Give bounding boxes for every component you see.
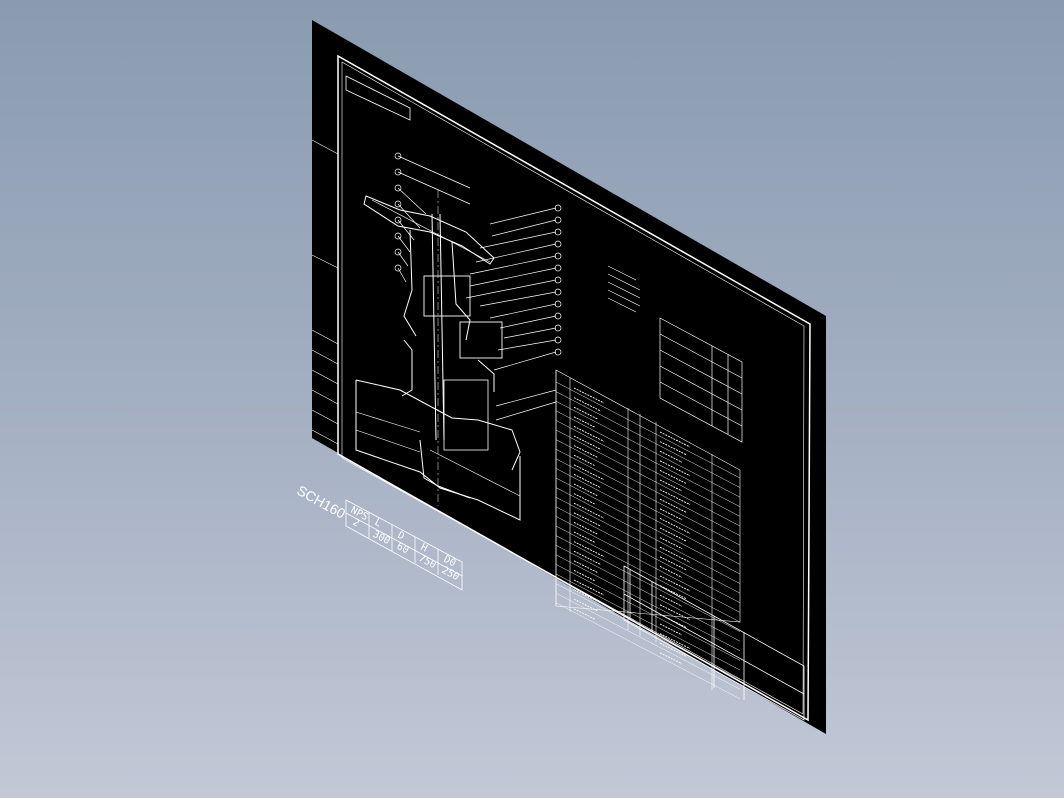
parts-list-name-mark	[573, 406, 599, 420]
parts-list-name-mark	[573, 541, 605, 558]
parts-list-material-mark	[659, 633, 691, 650]
dim-value-h: 750	[417, 553, 438, 571]
parts-list-name-mark	[573, 550, 602, 566]
parts-list-name-mark	[573, 579, 605, 596]
dim-value-nps: 2	[351, 517, 361, 530]
parts-list-name-mark	[573, 589, 602, 604]
dim-header-h: H	[419, 542, 429, 555]
parts-list-row-line	[555, 602, 741, 699]
parts-list-row-line	[555, 583, 741, 680]
parts-list-material-mark	[659, 489, 691, 506]
parts-list-row-line	[555, 564, 741, 661]
parts-list-name-mark	[573, 387, 605, 404]
parts-list-material-mark	[659, 537, 683, 550]
parts-list-material-mark	[659, 604, 691, 621]
parts-list-material-mark	[659, 585, 687, 600]
parts-list-text	[573, 387, 691, 665]
technical-data-table	[659, 317, 743, 443]
dim-value-d: 60	[395, 541, 411, 556]
parts-list-material-mark	[659, 441, 687, 456]
parts-list-row-line	[555, 391, 741, 488]
parts-list-material-mark	[659, 546, 691, 563]
parts-list-row-line	[555, 477, 741, 575]
parts-list-name-mark	[573, 560, 599, 574]
parts-list-row-line	[555, 401, 741, 498]
parts-list-name-mark	[573, 569, 596, 582]
parts-list-material-mark	[659, 498, 687, 513]
parts-list-name-mark	[573, 416, 596, 428]
parts-list-name-mark	[573, 397, 602, 412]
parts-list-name-mark	[573, 608, 596, 620]
dim-value-d0: 250	[440, 565, 461, 583]
parts-list-material-mark	[659, 469, 687, 484]
parts-list-row-line	[555, 573, 741, 671]
dimension-table	[345, 499, 463, 591]
parts-list-material-mark	[659, 556, 687, 571]
parts-list-row-line	[555, 506, 741, 603]
parts-list-row-line	[555, 410, 741, 507]
sheet-border	[337, 54, 811, 722]
parts-list-row-line	[555, 458, 741, 555]
parts-list-row-line	[555, 516, 741, 613]
parts-list-material-mark	[659, 517, 691, 534]
parts-list-row-line	[555, 554, 741, 651]
parts-list-material-mark	[659, 450, 683, 463]
parts-list-material-mark	[659, 623, 683, 636]
parts-list-name-mark	[573, 473, 602, 489]
parts-list-material-mark	[659, 575, 691, 592]
dim-header-d: D	[396, 530, 406, 543]
parts-list-row-line	[555, 525, 741, 623]
parts-list-row-line	[555, 535, 741, 632]
parts-list-row-line	[555, 497, 741, 594]
parts-list-row-line	[555, 487, 741, 584]
parts-list-name-mark	[573, 531, 596, 543]
valve-assembly	[355, 190, 521, 521]
parts-list-name-mark	[573, 464, 605, 481]
dim-header-l: L	[373, 517, 383, 530]
title-block	[623, 565, 805, 721]
parts-list-name-mark	[573, 445, 599, 459]
parts-list-row-line	[555, 420, 741, 517]
left-callouts	[394, 152, 471, 283]
parts-list-name-mark	[573, 454, 596, 467]
parts-list-material-mark	[659, 508, 683, 521]
parts-list-name-mark	[573, 521, 599, 535]
parts-list-name-mark	[573, 512, 602, 527]
parts-list-material-mark	[659, 460, 691, 477]
sheet-inner-border	[341, 61, 805, 715]
drawing-number-box	[345, 75, 411, 121]
parts-list-name-mark	[573, 493, 596, 505]
parts-list-material-mark	[659, 642, 687, 657]
parts-list-material-mark	[659, 652, 683, 665]
left-margin-lines	[311, 139, 339, 445]
parts-list-name-mark	[573, 502, 605, 519]
parts-list-name-mark	[573, 435, 602, 450]
right-callouts	[465, 204, 562, 421]
parts-list-row-line	[555, 381, 741, 479]
parts-list-row-line	[555, 593, 741, 690]
parts-list-material-mark	[659, 431, 691, 448]
parts-list-rows	[555, 381, 741, 699]
parts-list-material-mark	[659, 565, 683, 578]
parts-list-row-line	[555, 449, 741, 546]
parts-list-material-mark	[659, 527, 687, 542]
parts-list-row-line	[555, 439, 741, 536]
dimension-table-text: NPS L D H D0 2 300 60 750 250	[349, 505, 461, 583]
dim-value-l: 300	[371, 529, 392, 547]
dim-header-d0: D0	[442, 554, 458, 569]
technical-notes	[607, 265, 641, 313]
parts-list-material-mark	[659, 594, 683, 607]
parts-list-row-line	[555, 429, 741, 527]
parts-list-name-mark	[573, 483, 599, 497]
parts-list-material-mark	[659, 479, 683, 492]
parts-list-name-mark	[573, 425, 605, 442]
parts-list-row-line	[555, 468, 741, 565]
parts-list-name-mark	[573, 598, 599, 612]
parts-list-row-line	[555, 545, 741, 642]
